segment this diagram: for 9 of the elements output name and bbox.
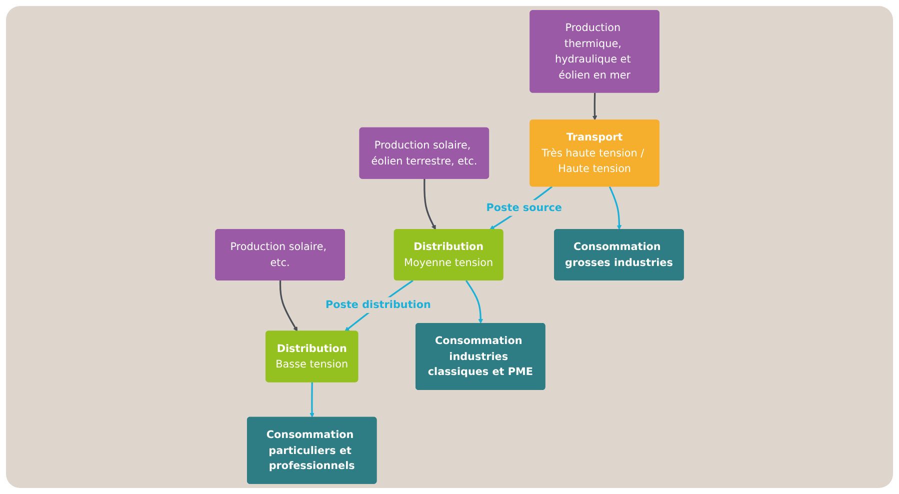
arrow (608, 186, 622, 230)
edge-label: Poste distribution (326, 298, 431, 311)
arrow (310, 382, 314, 418)
arrow (465, 280, 484, 324)
arrow (279, 280, 298, 332)
arrow (424, 178, 436, 230)
arrow (592, 92, 598, 120)
panel-background: Poste source Poste distribution Production thermique, hydraulique et éolien en mer Production solaire, éolien terrestre, etc. Production solaire, etc. Transport Très haute tension / Haute tension Distribution Moyenne tension Distribution Basse tension Consommation grosses industries Consommation industries classiques et PME Consommation particuliers et professionnels (6, 6, 893, 488)
edge-label: Poste source (486, 202, 562, 214)
